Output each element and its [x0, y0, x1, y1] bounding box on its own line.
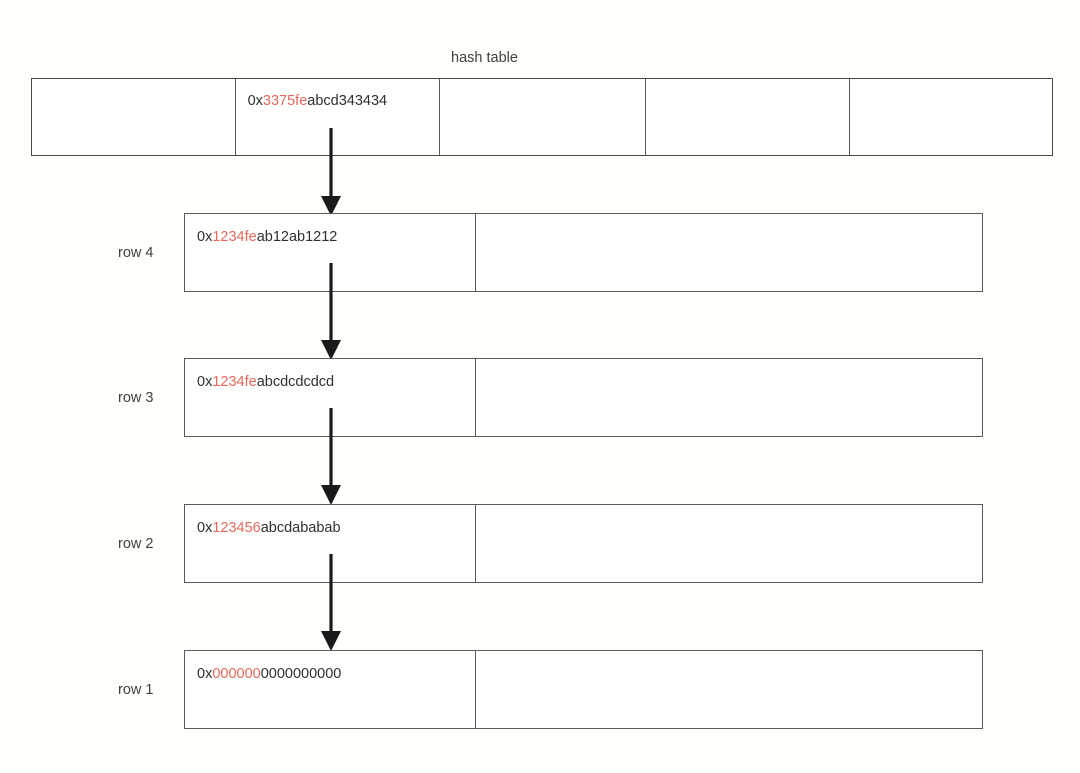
- node-suffix-row-2: abcdababab: [260, 520, 341, 536]
- row-label-2: row 2: [118, 536, 154, 552]
- hash-table: 0x3375feabcd343434: [31, 78, 1053, 156]
- node-suffix-row-1: 0000000000: [260, 666, 342, 682]
- node-text-row-1: 0x0000000000000000: [197, 667, 341, 682]
- hash-bucket-1-prefix: 0x: [247, 93, 263, 109]
- node-text-row-4: 0x1234feab12ab1212: [197, 230, 337, 245]
- node-box-row-1[interactable]: 0x0000000000000000: [184, 650, 983, 729]
- row-label-4: row 4: [118, 245, 154, 261]
- node-highlight-row-3: 1234fe: [212, 374, 257, 390]
- node-divider-row-1: [475, 651, 476, 728]
- row-label-1: row 1: [118, 682, 154, 698]
- arrow-row3-to-row2: [321, 408, 341, 505]
- node-divider-row-2: [475, 505, 476, 582]
- arrow-row2-to-row1: [321, 554, 341, 651]
- arrow-hash-to-row4: [321, 128, 341, 216]
- node-box-row-3[interactable]: 0x1234feabcdcdcdcd: [184, 358, 983, 437]
- node-divider-row-4: [475, 214, 476, 291]
- node-text-row-2: 0x123456abcdababab: [197, 521, 341, 536]
- hash-bucket-1-text: 0x3375feabcd343434: [248, 94, 388, 109]
- node-prefix-row-3: 0x: [197, 374, 213, 390]
- node-suffix-row-3: abcdcdcdcd: [256, 374, 335, 390]
- node-box-row-4[interactable]: 0x1234feab12ab1212: [184, 213, 983, 292]
- row-label-3: row 3: [118, 390, 154, 406]
- hash-bucket-0[interactable]: [32, 79, 236, 155]
- node-box-row-2[interactable]: 0x123456abcdababab: [184, 504, 983, 583]
- hash-bucket-1-highlight: 3375fe: [262, 93, 308, 109]
- hash-bucket-2[interactable]: [440, 79, 646, 155]
- node-divider-row-3: [475, 359, 476, 436]
- node-highlight-row-4: 1234fe: [212, 229, 257, 245]
- node-prefix-row-4: 0x: [197, 229, 213, 245]
- hash-bucket-3[interactable]: [646, 79, 851, 155]
- node-highlight-row-2: 123456: [212, 520, 261, 536]
- node-highlight-row-1: 000000: [212, 666, 261, 682]
- node-prefix-row-1: 0x: [197, 666, 213, 682]
- hash-bucket-1-suffix: abcd343434: [307, 93, 388, 109]
- page-title: hash table: [451, 50, 518, 66]
- hash-bucket-4[interactable]: [850, 79, 1052, 155]
- hash-bucket-1[interactable]: 0x3375feabcd343434: [236, 79, 441, 155]
- arrow-row4-to-row3: [321, 263, 341, 360]
- node-text-row-3: 0x1234feabcdcdcdcd: [197, 375, 334, 390]
- node-suffix-row-4: ab12ab1212: [256, 229, 338, 245]
- node-prefix-row-2: 0x: [197, 520, 213, 536]
